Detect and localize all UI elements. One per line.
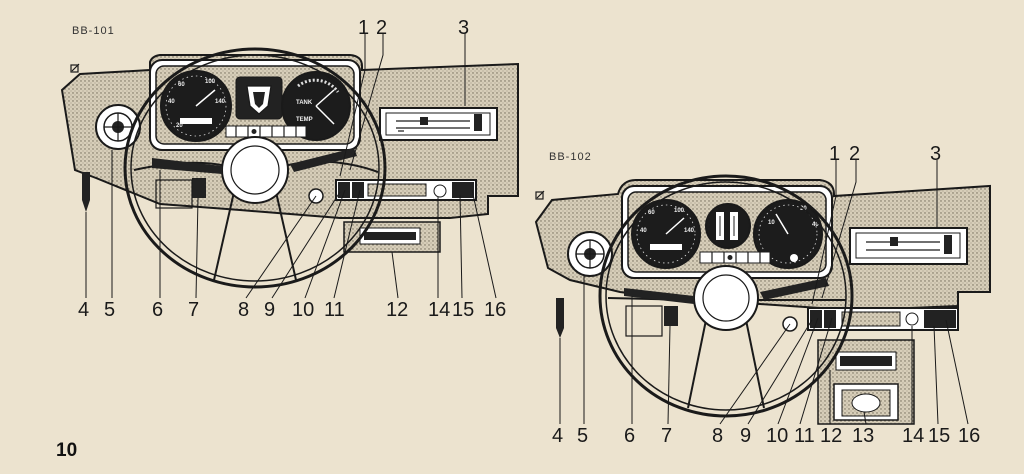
callout-10: 10: [766, 425, 788, 447]
svg-text:10: 10: [768, 220, 775, 226]
right-stalk: [290, 148, 357, 172]
callout-6: 6: [624, 425, 635, 447]
warning-lamp-strip: [225, 125, 307, 138]
leader-lines-bb101: [85, 33, 497, 299]
figure-code-bb101: BB-101: [72, 25, 115, 37]
callout-7: 7: [188, 299, 199, 321]
callout-1: 1: [358, 17, 369, 39]
page-number: 10: [56, 440, 78, 461]
edit-mark-icon: [70, 63, 80, 73]
center-console: [807, 307, 959, 425]
warning-lamp-strip: [699, 251, 771, 264]
diagram-bb102: 60 100 40 140 10 30 40: [534, 143, 991, 447]
figure-code-bb102: BB-102: [549, 151, 592, 163]
callout-3: 3: [930, 143, 941, 165]
left-stalk: [624, 288, 694, 304]
callout-8: 8: [238, 299, 249, 321]
callout-13: 13: [852, 425, 874, 447]
heater-control-panel: [379, 107, 498, 141]
svg-text:20: 20: [176, 123, 183, 129]
callout-4: 4: [552, 425, 563, 447]
svg-text:40: 40: [812, 222, 819, 228]
callout-12: 12: [386, 299, 408, 321]
callout-12: 12: [820, 425, 842, 447]
svg-text:40: 40: [168, 99, 175, 105]
edit-mark-icon: [535, 190, 545, 200]
callouts-bb101: 1 2 3 4 5 6 7 8 9 10 11 12 14 15 16: [78, 17, 506, 321]
callout-15: 15: [928, 425, 950, 447]
svg-text:140: 140: [215, 99, 226, 105]
svg-text:40: 40: [640, 228, 647, 234]
callout-16: 16: [484, 299, 506, 321]
temp-label: TEMP: [296, 117, 313, 123]
fuel-temp-gauge: [705, 203, 751, 249]
right-stalk: [760, 278, 829, 300]
tachometer: 10 30 40: [753, 199, 823, 269]
callout-11: 11: [794, 425, 815, 447]
callout-3: 3: [458, 17, 469, 39]
callout-15: 15: [452, 299, 474, 321]
callout-5: 5: [577, 425, 588, 447]
tank-label: TANK: [296, 100, 313, 106]
diagram-bb101: 60 100 40 140 20 TANK TEMP: [60, 17, 519, 321]
callout-5: 5: [104, 299, 115, 321]
leader-lines-bb102: [559, 160, 969, 425]
callout-14: 14: [902, 425, 924, 447]
fuel-temp-gauge: TANK TEMP: [281, 71, 351, 141]
ignition-switch: [192, 178, 206, 198]
callout-16: 16: [958, 425, 980, 447]
callout-7: 7: [661, 425, 672, 447]
svg-text:100: 100: [674, 208, 685, 214]
svg-text:60: 60: [648, 210, 655, 216]
steering-wheel: [598, 174, 854, 418]
air-vent: [567, 231, 613, 277]
callout-14: 14: [428, 299, 450, 321]
speedometer: 60 100 40 140: [631, 199, 701, 269]
callout-1: 1: [829, 143, 840, 165]
callouts-bb102: 1 2 3 4 5 6 7 8 9 10 11 12 13 14 15 16: [552, 143, 980, 447]
callout-10: 10: [292, 299, 314, 321]
svg-text:140: 140: [684, 228, 695, 234]
ignition-switch: [664, 306, 678, 326]
svg-text:60: 60: [178, 82, 185, 88]
svg-text:100: 100: [205, 79, 216, 85]
callout-4: 4: [78, 299, 89, 321]
callout-11: 11: [324, 299, 345, 321]
callout-8: 8: [712, 425, 723, 447]
callout-2: 2: [849, 143, 860, 165]
callout-2: 2: [376, 17, 387, 39]
callout-9: 9: [740, 425, 751, 447]
left-stalk: [152, 158, 222, 174]
brand-emblem: [235, 76, 283, 120]
callout-6: 6: [152, 299, 163, 321]
heater-control-panel: [849, 227, 968, 265]
callout-9: 9: [264, 299, 275, 321]
speedometer: 60 100 40 140 20: [160, 70, 232, 142]
